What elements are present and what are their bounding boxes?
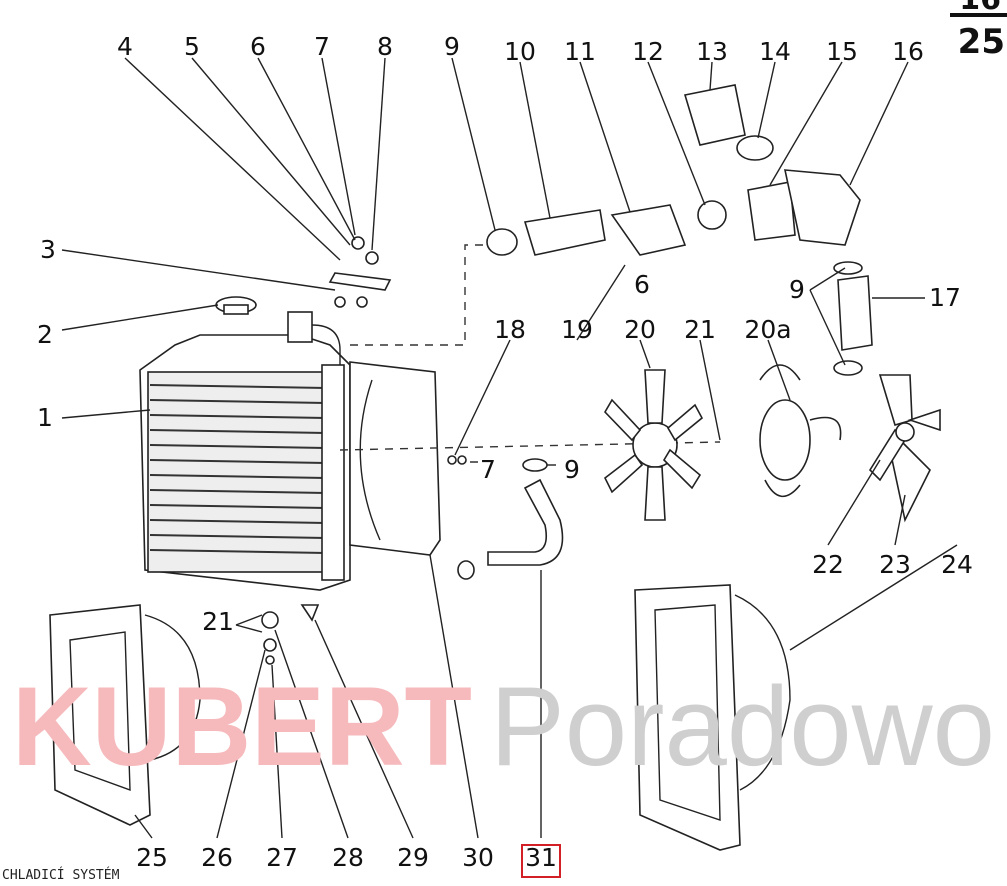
callout-26: 26 [201, 843, 233, 872]
callout-14: 14 [759, 37, 791, 66]
callout-6: 6 [250, 32, 266, 61]
callout-7: 7 [314, 32, 330, 61]
callout-24: 24 [941, 550, 973, 579]
leader-lines [61, 57, 958, 839]
watermark-place: Poradowo [490, 664, 995, 789]
callout-17: 17 [929, 283, 961, 312]
watermark-brand: KUBERT [12, 664, 472, 789]
callout-11: 11 [564, 37, 596, 66]
page-divider [950, 13, 1007, 17]
callout-12: 12 [632, 37, 664, 66]
callout-18: 18 [494, 315, 526, 344]
callout-20a: 20a [744, 315, 791, 344]
callout-8: 8 [377, 32, 393, 61]
callout-9c: 9 [564, 455, 580, 484]
shroud-24 [634, 584, 791, 851]
callout-27: 27 [266, 843, 298, 872]
fan-shroud [349, 361, 441, 556]
callout-16: 16 [892, 37, 924, 66]
callout-15: 15 [826, 37, 858, 66]
page-number: 25 [957, 22, 1005, 62]
callout-19: 19 [561, 315, 593, 344]
shroud-25 [49, 604, 201, 826]
callout-labels: 4 5 6 7 8 9 10 11 12 13 14 15 16 3 2 6 9… [37, 32, 973, 872]
callout-3: 3 [40, 235, 56, 264]
callout-7b: 7 [480, 455, 496, 484]
watermark: KUBERT Poradowo [12, 664, 995, 789]
callout-5: 5 [184, 32, 200, 61]
diagram-title: CHLADICÍ SYSTÉM [2, 868, 120, 883]
radiator [139, 311, 351, 591]
callout-13: 13 [696, 37, 728, 66]
callout-31: 31 [525, 843, 557, 872]
callout-22: 22 [812, 550, 844, 579]
callout-10: 10 [504, 37, 536, 66]
highlight-box-31 [521, 844, 561, 878]
callout-29: 29 [397, 843, 429, 872]
callout-2: 2 [37, 320, 53, 349]
thermostat-housing-parts [328, 84, 873, 376]
callout-28: 28 [332, 843, 364, 872]
fan-20a [759, 364, 842, 498]
fan-23 [868, 374, 941, 523]
callout-21b: 21 [202, 607, 234, 636]
callout-23: 23 [879, 550, 911, 579]
callout-1: 1 [37, 403, 53, 432]
callout-9: 9 [444, 32, 460, 61]
callout-21: 21 [684, 315, 716, 344]
callout-30: 30 [462, 843, 494, 872]
lower-hose [487, 478, 564, 566]
filler-cap [215, 296, 257, 315]
callout-25: 25 [136, 843, 168, 872]
callout-4: 4 [117, 32, 133, 61]
fan-20 [603, 369, 704, 521]
callout-20: 20 [624, 315, 656, 344]
callout-6b: 6 [634, 270, 650, 299]
page-number-top: 16 [959, 0, 1001, 17]
callout-9b: 9 [789, 275, 805, 304]
